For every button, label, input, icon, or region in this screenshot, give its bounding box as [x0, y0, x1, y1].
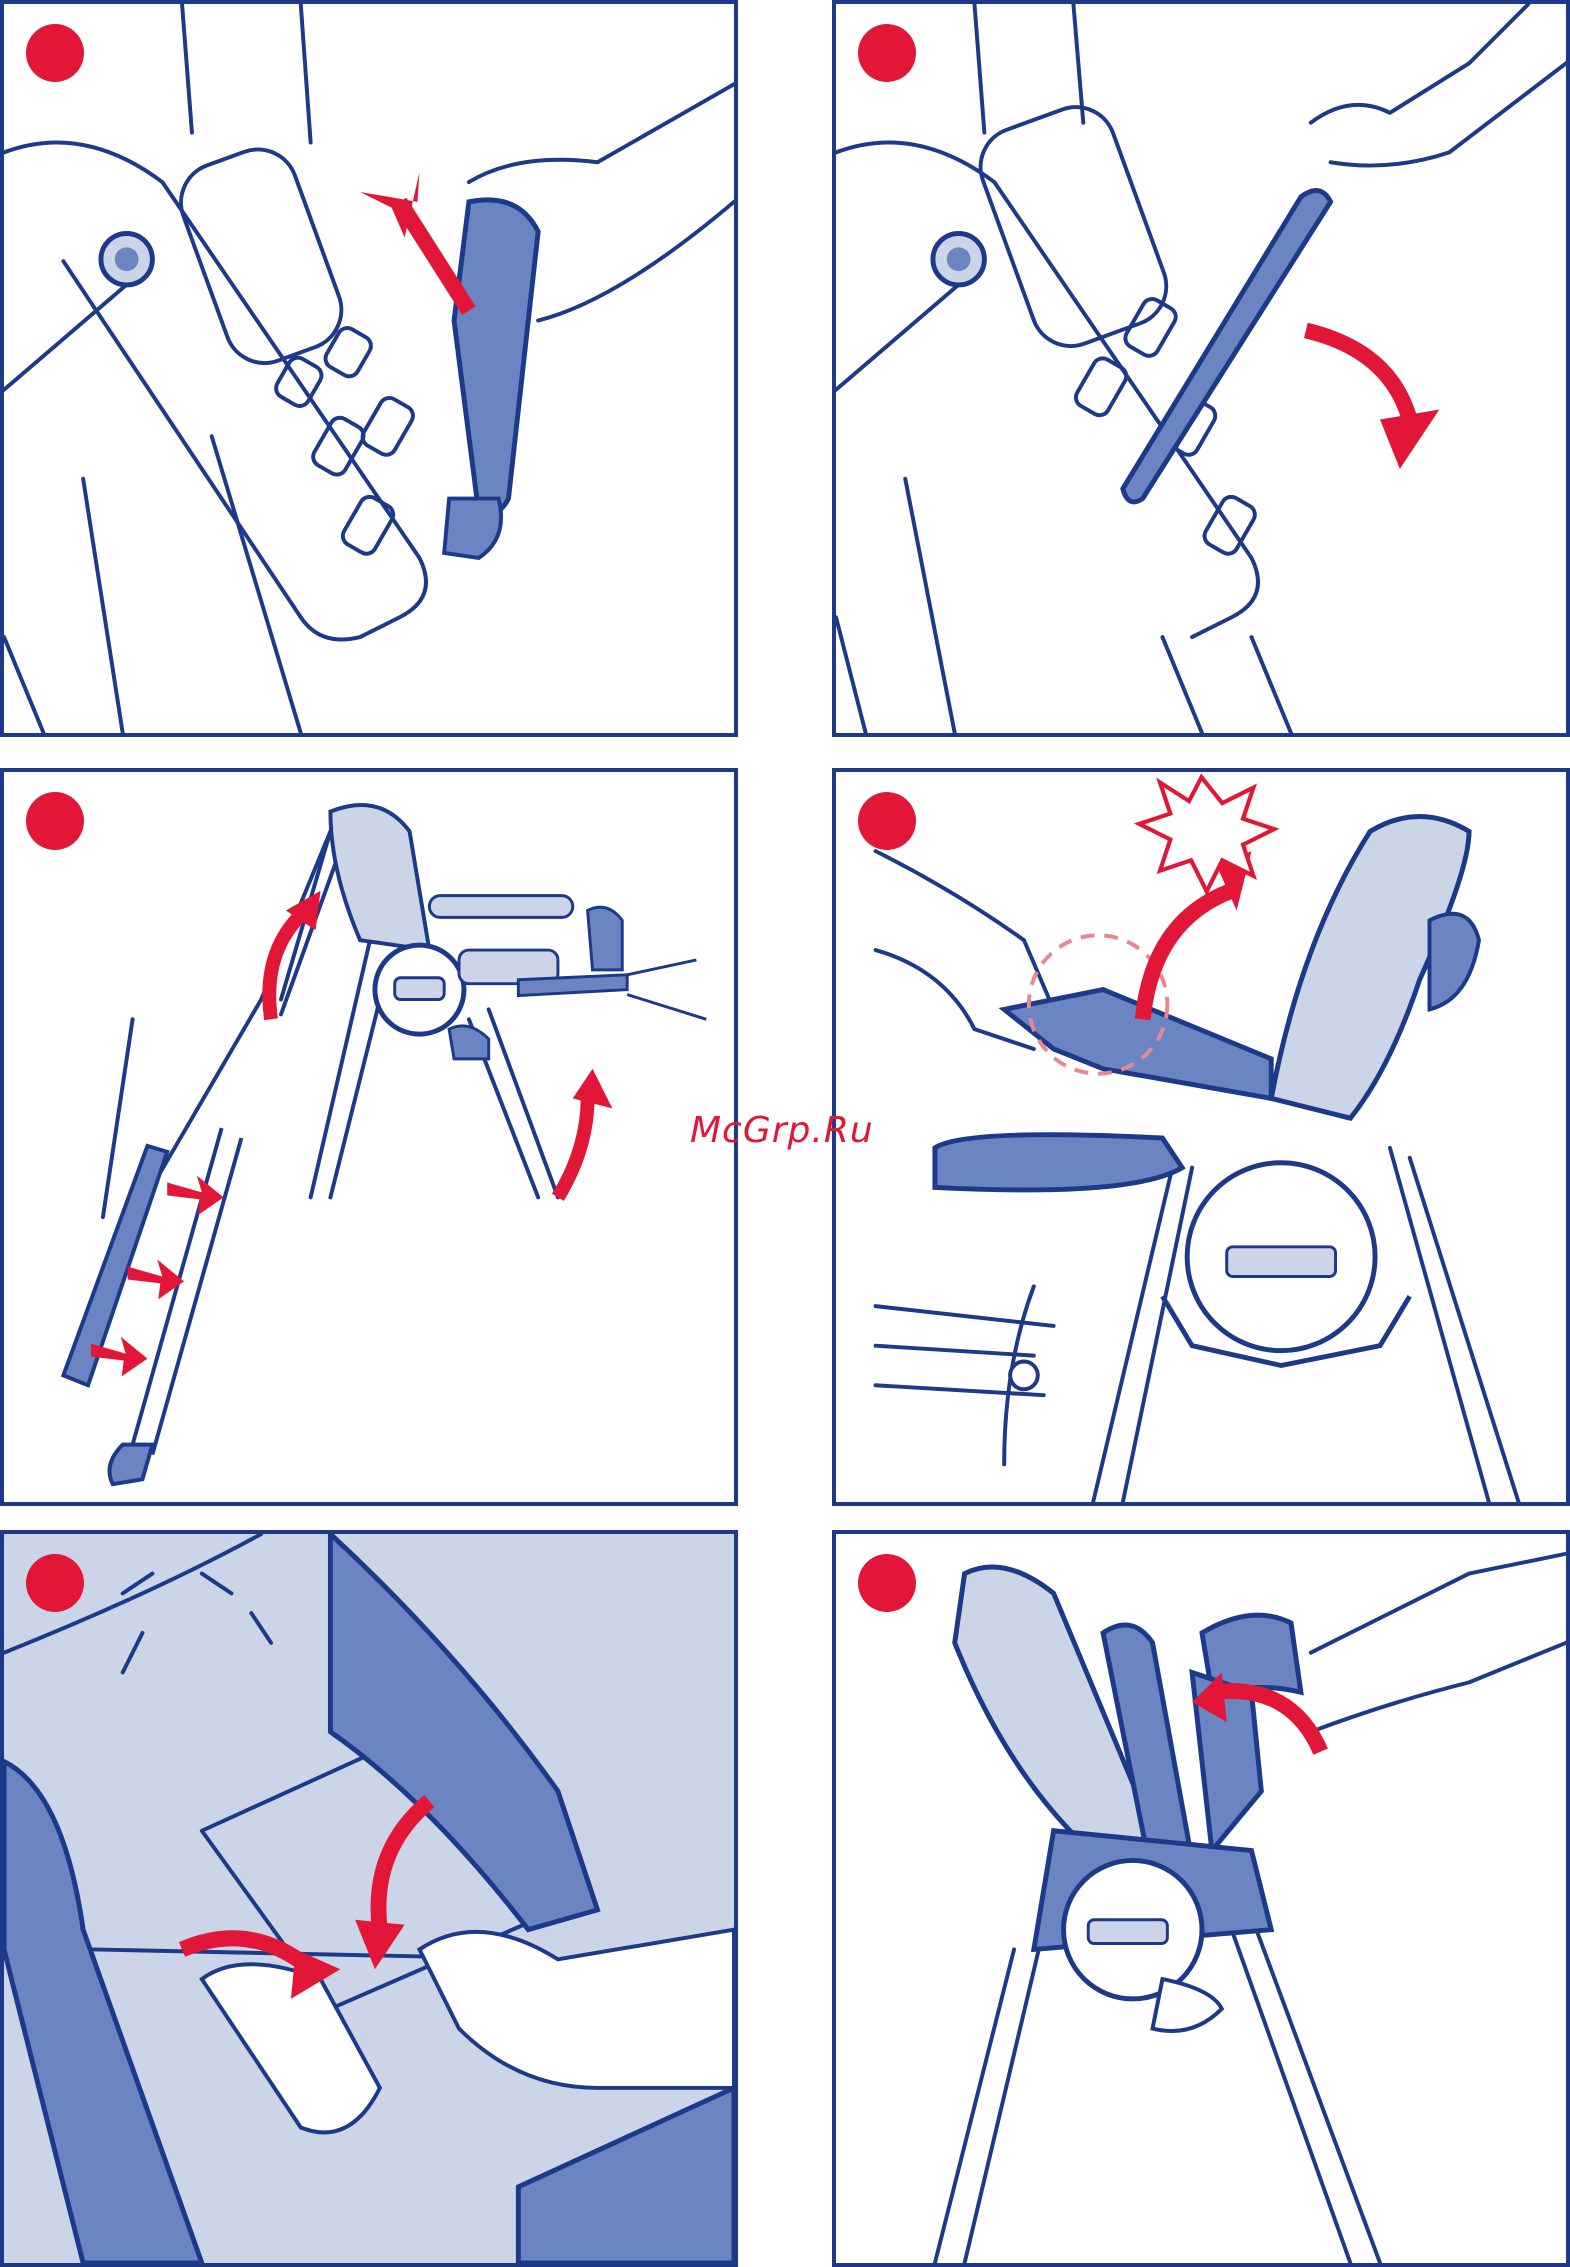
step-marker-dot — [26, 792, 84, 850]
panel-4-illustration — [836, 772, 1566, 1502]
step-marker-dot — [26, 24, 84, 82]
step-marker-dot — [858, 792, 916, 850]
panel-6 — [832, 1530, 1570, 2267]
panel-1-illustration — [4, 4, 734, 733]
step-marker-dot — [26, 1554, 84, 1612]
step-marker-dot — [858, 1554, 916, 1612]
panel-6-illustration — [836, 1534, 1566, 2263]
panel-3 — [0, 768, 738, 1506]
panel-3-illustration — [4, 772, 734, 1502]
panel-1 — [0, 0, 738, 737]
panel-5-illustration — [4, 1534, 734, 2263]
panel-4 — [832, 768, 1570, 1506]
panel-2-illustration — [836, 4, 1566, 733]
panel-2 — [832, 0, 1570, 737]
panel-5 — [0, 1530, 738, 2267]
watermark-text: McGrp.Ru — [690, 1110, 874, 1151]
step-marker-dot — [858, 24, 916, 82]
